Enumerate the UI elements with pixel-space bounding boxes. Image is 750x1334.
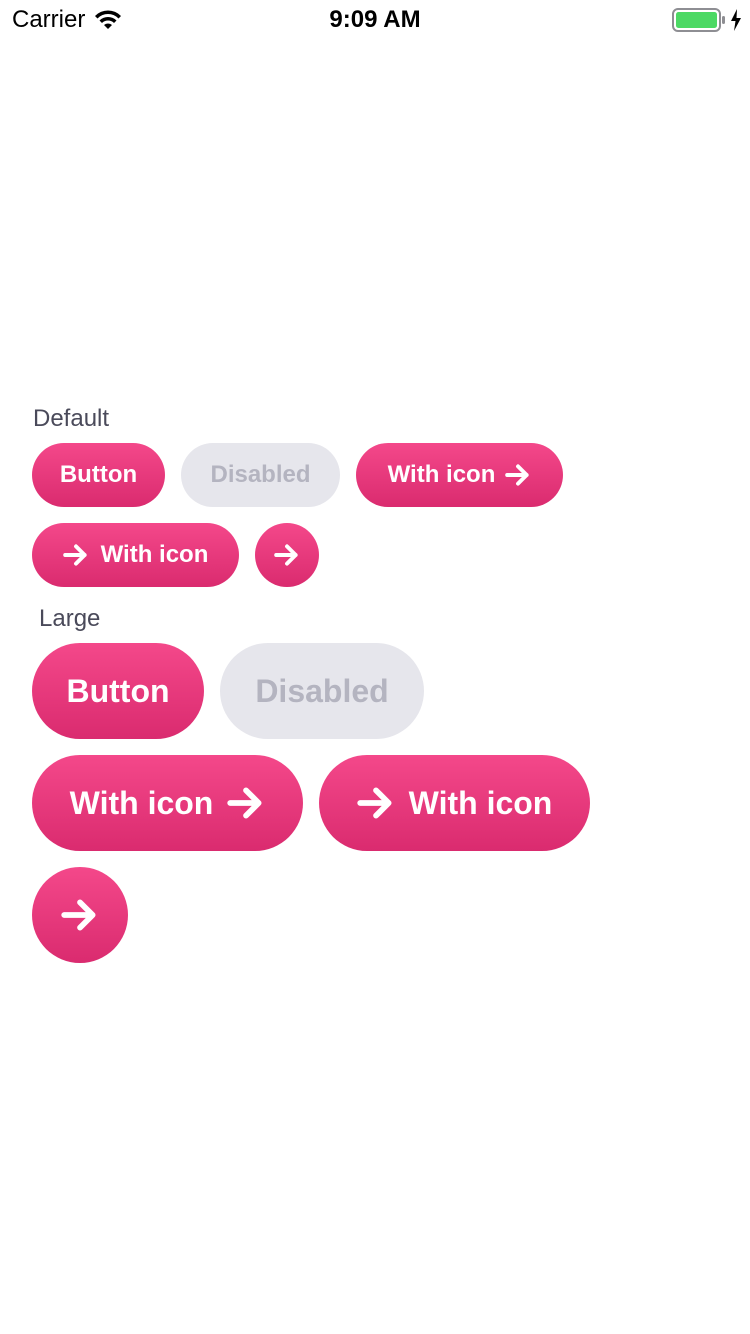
large-icon-left-button[interactable]: With icon xyxy=(319,755,590,851)
default-icon-right-label: With icon xyxy=(387,461,496,488)
large-icon-right-label: With icon xyxy=(69,784,214,821)
default-button-label: Button xyxy=(59,461,138,488)
default-icon-left-label: With icon xyxy=(100,541,209,568)
arrow-right-icon xyxy=(227,787,262,819)
section-title-large: Large xyxy=(39,605,101,632)
arrow-right-icon xyxy=(505,464,529,486)
large-button-label: Button xyxy=(66,672,170,709)
default-button[interactable]: Button xyxy=(32,443,165,507)
large-disabled-label: Disabled xyxy=(255,672,389,709)
battery-group xyxy=(672,8,742,32)
charging-bolt-icon xyxy=(731,9,741,31)
arrow-right-icon xyxy=(62,544,87,566)
large-icon-left-label: With icon xyxy=(408,784,553,821)
battery-icon xyxy=(672,8,725,32)
large-disabled-button[interactable]: Disabled xyxy=(220,643,424,739)
carrier-group: Carrier xyxy=(12,6,123,34)
status-bar: Carrier 9:09 AM xyxy=(0,0,750,40)
carrier-label: Carrier xyxy=(12,6,86,33)
arrow-right-icon xyxy=(274,544,298,566)
large-icon-right-button[interactable]: With icon xyxy=(32,755,303,851)
default-disabled-button[interactable]: Disabled xyxy=(181,443,340,507)
large-button[interactable]: Button xyxy=(32,643,204,739)
arrow-right-icon xyxy=(61,899,96,931)
default-icon-right-button[interactable]: With icon xyxy=(356,443,563,507)
large-icon-only-button[interactable] xyxy=(32,867,128,963)
default-disabled-label: Disabled xyxy=(210,461,311,488)
default-icon-left-button[interactable]: With icon xyxy=(32,523,239,587)
section-title-default: Default xyxy=(33,405,110,432)
default-icon-only-button[interactable] xyxy=(255,523,319,587)
arrow-right-icon xyxy=(356,787,392,819)
status-time: 9:09 AM xyxy=(329,6,421,33)
wifi-icon xyxy=(95,10,122,29)
